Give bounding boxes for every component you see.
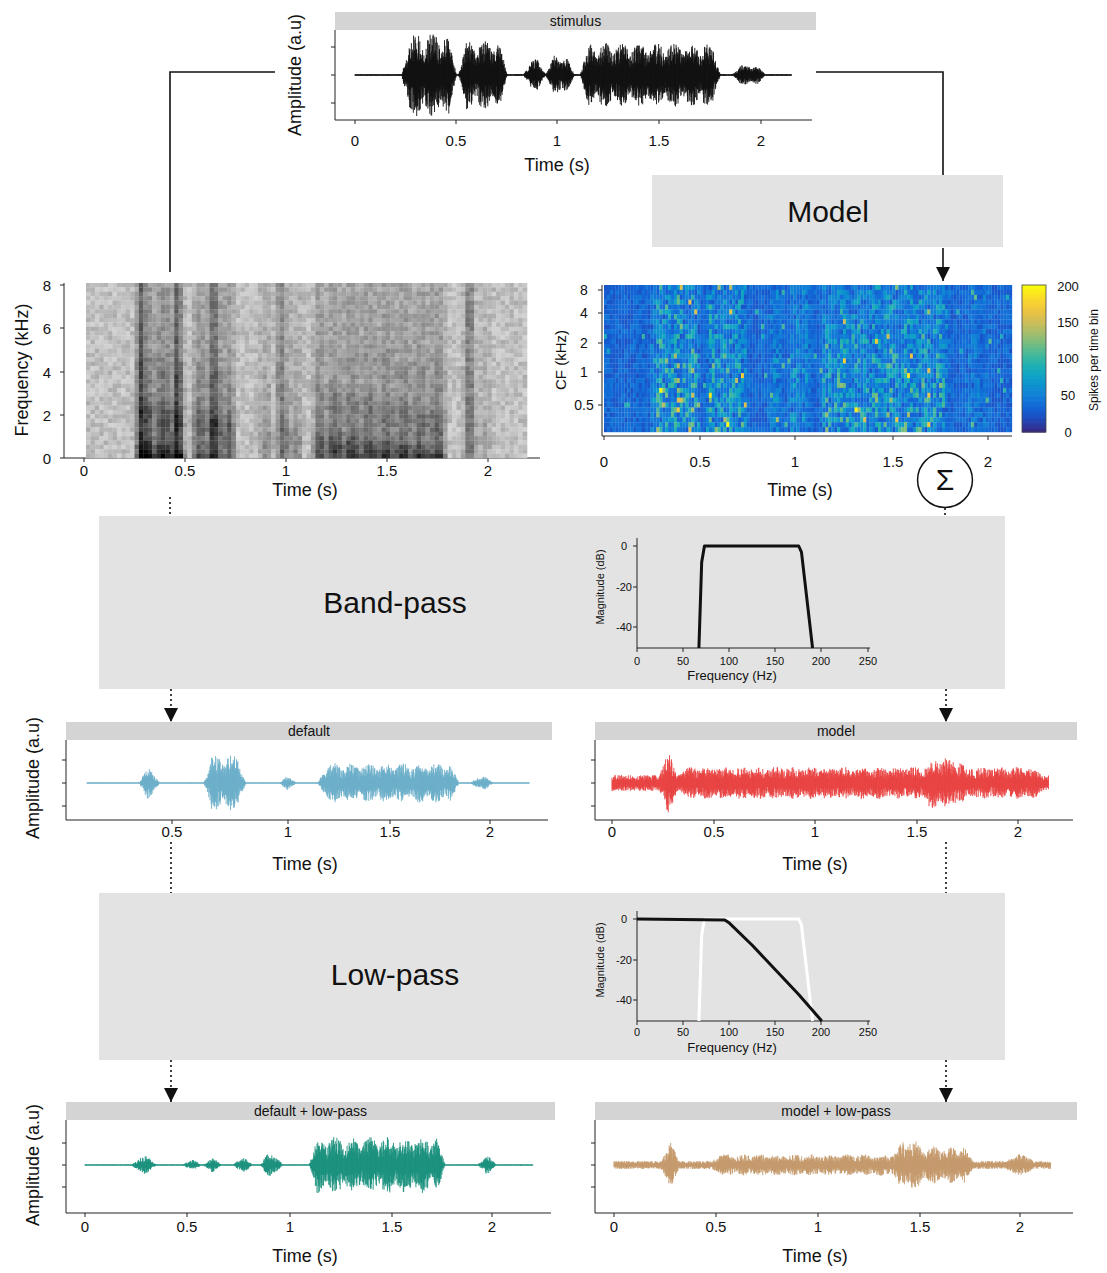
sum-circle: Σ (917, 452, 973, 508)
panel-header-bar: model (595, 722, 1077, 740)
plot-panel: stimulus (335, 12, 816, 122)
panel-title: default + low-pass (70, 1103, 551, 1119)
panel-title: model (599, 723, 1073, 739)
panel-header-bar: model + low-pass (595, 1102, 1077, 1120)
plot-panel: default + low-pass (66, 1102, 555, 1237)
process-band: Low-pass (99, 893, 1005, 1060)
panel-title: default (70, 723, 548, 739)
process-band: Band-pass (99, 516, 1005, 689)
panel-header-bar: default + low-pass (66, 1102, 555, 1120)
sum-symbol: Σ (936, 465, 955, 495)
panel-header-bar: stimulus (335, 12, 816, 30)
plot-panel: model (595, 722, 1077, 842)
panel-title: stimulus (339, 13, 812, 29)
panel-header-bar: default (66, 722, 552, 740)
process-band: Model (652, 175, 1003, 247)
stage-label: Band-pass (323, 586, 466, 621)
plot-panel: default (66, 722, 552, 842)
stage-label: Low-pass (331, 958, 459, 993)
stage-label: Model (787, 195, 869, 230)
panel-title: model + low-pass (599, 1103, 1073, 1119)
plot-panel: model + low-pass (595, 1102, 1077, 1237)
